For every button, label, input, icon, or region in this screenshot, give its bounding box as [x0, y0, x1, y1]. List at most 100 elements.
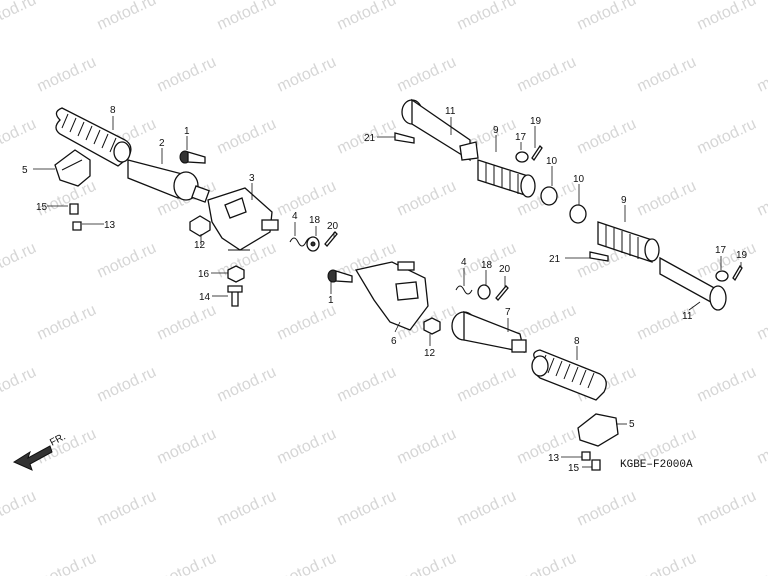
bolt-12-left — [189, 215, 211, 237]
watermark-text: motod.ru — [395, 426, 459, 468]
cotter-pin-right — [495, 285, 509, 301]
heel-plate-left — [54, 149, 91, 187]
watermark-text: motod.ru — [455, 0, 519, 34]
watermark-text: motod.ru — [335, 0, 399, 34]
watermark-text: motod.ru — [335, 364, 399, 406]
callout-7: 7 — [505, 307, 511, 318]
washer-17-lower — [715, 270, 729, 282]
watermark-text: motod.ru — [695, 488, 759, 530]
watermark-text: motod.ru — [515, 426, 579, 468]
watermark-text: motod.ru — [155, 550, 219, 576]
bolt-1-right — [327, 269, 353, 283]
callout-10-upper: 10 — [546, 156, 558, 167]
callout-3: 3 — [249, 173, 255, 184]
screw-15-right — [591, 459, 601, 471]
watermark-text: motod.ru — [0, 488, 39, 530]
callout-20-left: 20 — [327, 221, 339, 232]
callout-9-lower: 9 — [621, 195, 627, 206]
washer-17-upper — [515, 151, 529, 163]
heel-plate-right — [577, 413, 619, 447]
watermark-text: motod.ru — [395, 178, 459, 220]
callout-20-right: 20 — [499, 264, 511, 275]
watermark-text: motod.ru — [455, 364, 519, 406]
watermark-text: motod.ru — [0, 0, 39, 34]
callout-21-upper: 21 — [364, 133, 376, 144]
watermark-text: motod.ru — [35, 178, 99, 220]
watermark-text: motod.ru — [635, 178, 699, 220]
watermark-text: motod.ru — [95, 0, 159, 34]
rubber-9-upper — [477, 159, 536, 198]
callout-8-left: 8 — [110, 105, 116, 116]
watermark-text: motod.ru — [755, 54, 768, 96]
screw-15-left — [69, 203, 79, 215]
callout-17-lower: 17 — [715, 245, 727, 256]
callout-1-left: 1 — [184, 126, 190, 137]
callout-18-right: 18 — [481, 260, 493, 271]
watermark-text: motod.ru — [275, 178, 339, 220]
watermark-text: motod.ru — [0, 116, 39, 158]
washer-10b — [569, 204, 587, 224]
watermark-text: motod.ru — [755, 178, 768, 220]
watermark-text: motod.ru — [95, 364, 159, 406]
callout-17-upper: 17 — [515, 132, 527, 143]
watermark-text: motod.ru — [515, 54, 579, 96]
bolt-14 — [227, 285, 243, 307]
watermark-text: motod.ru — [35, 54, 99, 96]
callout-12-right: 12 — [424, 348, 436, 359]
callout-5-right: 5 — [629, 419, 635, 430]
watermark-text: motod.ru — [215, 488, 279, 530]
watermark-text: motod.ru — [0, 240, 39, 282]
footpeg-rubber-right — [531, 349, 607, 401]
watermark-text: motod.ru — [215, 116, 279, 158]
watermark-text: motod.ru — [95, 488, 159, 530]
callout-19-lower: 19 — [736, 250, 748, 261]
watermark-text: motod.ru — [35, 426, 99, 468]
rubber-9-lower — [597, 221, 660, 263]
watermark-text: motod.ru — [215, 0, 279, 34]
footpeg-bar-right — [451, 311, 527, 353]
callout-6: 6 — [391, 336, 397, 347]
front-direction-arrow — [12, 445, 53, 471]
callout-13-left: 13 — [104, 220, 116, 231]
watermark-text: motod.ru — [95, 240, 159, 282]
pin-21-lower — [589, 251, 609, 262]
screw-13-left — [72, 221, 82, 231]
watermark-text: motod.ru — [635, 54, 699, 96]
washer-10a — [540, 186, 558, 206]
watermark-text: motod.ru — [635, 550, 699, 576]
footpeg-bracket-right — [354, 261, 429, 331]
watermark-text: motod.ru — [695, 364, 759, 406]
bolt-12-right — [423, 317, 441, 335]
callout-2: 2 — [159, 138, 165, 149]
watermark-text: motod.ru — [395, 550, 459, 576]
watermark-text: motod.ru — [35, 550, 99, 576]
watermark-text: motod.ru — [515, 302, 579, 344]
watermark-text: motod.ru — [335, 488, 399, 530]
watermark-text: motod.ru — [275, 426, 339, 468]
watermark-text: motod.ru — [695, 116, 759, 158]
watermark-text: motod.ru — [275, 54, 339, 96]
watermark-text: motod.ru — [755, 302, 768, 344]
leader-lines — [33, 116, 742, 468]
watermark-text: motod.ru — [0, 364, 39, 406]
callout-9-upper: 9 — [493, 125, 499, 136]
passenger-peg-bar-right — [659, 256, 727, 311]
watermark-text: motod.ru — [635, 302, 699, 344]
callout-15-right: 15 — [568, 463, 580, 474]
watermark-text: motod.ru — [515, 550, 579, 576]
pin-21-upper — [394, 132, 415, 144]
watermark-text: motod.ru — [275, 550, 339, 576]
callout-1-right: 1 — [328, 295, 334, 306]
footpeg-rubber-left — [55, 107, 132, 167]
watermark-text: motod.ru — [455, 488, 519, 530]
callout-16: 16 — [198, 269, 210, 280]
callout-5-left: 5 — [22, 165, 28, 176]
bolt-pin-left — [179, 150, 206, 164]
watermark-text: motod.ru — [35, 302, 99, 344]
watermark-text: motod.ru — [215, 364, 279, 406]
callout-13-right: 13 — [548, 453, 560, 464]
nut-16 — [227, 265, 245, 283]
callout-11-upper: 11 — [445, 106, 456, 117]
callout-15-left: 15 — [36, 202, 48, 213]
callout-4-left: 4 — [292, 211, 298, 222]
